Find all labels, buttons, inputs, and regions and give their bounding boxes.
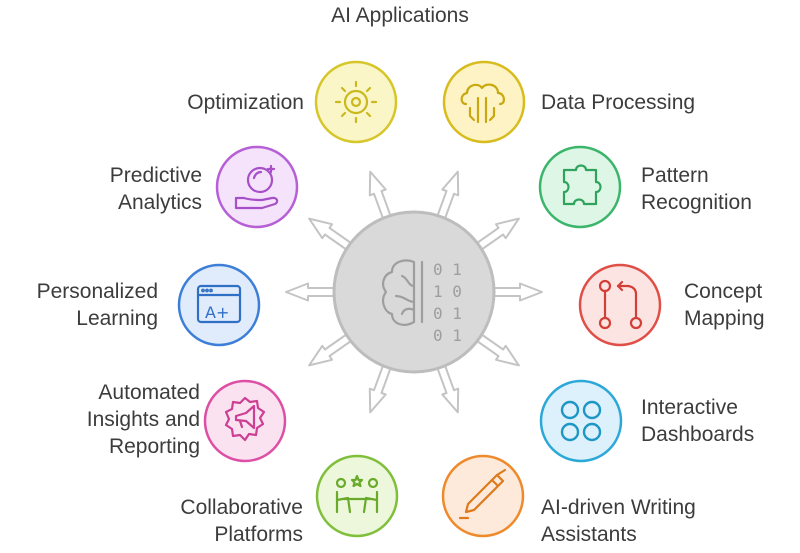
label-line: Data Processing xyxy=(541,91,696,114)
label-line: Predictive xyxy=(109,164,202,187)
label-line: Automated xyxy=(98,381,200,404)
connector-arrow xyxy=(308,332,354,367)
label-line: Platforms xyxy=(214,523,303,546)
node-pattern-recognition xyxy=(538,145,622,229)
label-line: Reporting xyxy=(108,435,200,458)
node-circle xyxy=(177,263,261,347)
brain-icon xyxy=(382,259,424,326)
label-line: Personalized xyxy=(36,280,158,303)
label-pattern-recognition: Pattern Recognition xyxy=(641,162,752,216)
label-collaborative-platforms: Collaborative Platforms xyxy=(180,494,303,548)
label-ai-writing-assistants: AI-driven Writing Assistants xyxy=(541,494,696,548)
people-collaborating-icon xyxy=(335,474,379,514)
pen-icon xyxy=(458,468,507,520)
connector-arrow xyxy=(368,170,393,222)
node-predictive-analytics xyxy=(215,145,299,229)
browser-grade-icon: A+ xyxy=(196,284,242,324)
label-line: Recognition xyxy=(641,191,752,214)
cloud-circuit-icon xyxy=(460,83,505,124)
puzzle-piece-icon xyxy=(562,164,602,206)
node-circle xyxy=(315,454,399,538)
binary-row-3: 0 1 xyxy=(433,304,462,323)
label-line: Concept xyxy=(684,280,763,303)
node-interactive-dashboards xyxy=(539,379,623,463)
label-predictive-analytics: Predictive Analytics xyxy=(110,162,202,216)
connector-arrow xyxy=(474,217,520,252)
four-circles-icon xyxy=(560,400,602,442)
label-line: AI-driven Writing xyxy=(541,496,696,519)
label-personalized-learning: Personalized Learning xyxy=(37,278,158,332)
label-line: Assistants xyxy=(541,523,637,546)
label-optimization: Optimization xyxy=(187,89,304,116)
node-circle xyxy=(538,145,622,229)
flow-arrows-icon xyxy=(598,279,643,330)
label-line: Analytics xyxy=(117,191,202,214)
connector-arrow xyxy=(368,362,393,414)
node-personalized-learning: A+ xyxy=(177,263,261,347)
label-line: Interactive xyxy=(641,396,738,419)
connector-arrow xyxy=(285,282,337,302)
binary-row-4: 0 1 xyxy=(433,326,462,345)
label-concept-mapping: Concept Mapping xyxy=(684,278,765,332)
label-line: Pattern xyxy=(641,164,709,187)
node-circle xyxy=(442,60,526,144)
arrows-layer xyxy=(285,170,543,414)
label-line: Insights and xyxy=(86,408,200,431)
node-collaborative-platforms xyxy=(315,454,399,538)
crystal-ball-hand-icon xyxy=(234,164,279,210)
connector-arrow xyxy=(491,282,543,302)
binary-row-1: 0 1 xyxy=(433,260,462,279)
node-automated-insights xyxy=(203,379,287,463)
hub: 0 1 1 0 0 1 0 1 xyxy=(332,210,496,374)
label-line: Dashboards xyxy=(641,423,755,446)
label-data-processing: Data Processing xyxy=(541,89,695,116)
label-line: Mapping xyxy=(684,307,765,330)
megaphone-gear-icon xyxy=(224,396,266,442)
label-interactive-dashboards: Interactive Dashboards xyxy=(641,394,754,448)
connector-arrow xyxy=(474,332,520,367)
diagram-title: AI Applications xyxy=(331,4,469,27)
svg-text:A+: A+ xyxy=(205,303,229,322)
sun-gear-icon xyxy=(334,80,378,124)
node-circle xyxy=(539,379,623,463)
binary-digits: 0 1 1 0 0 1 0 1 xyxy=(433,260,462,345)
label-automated-insights: Automated Insights and Reporting xyxy=(87,379,200,460)
node-data-processing xyxy=(442,60,526,144)
connector-arrow xyxy=(435,362,460,414)
binary-row-2: 1 0 xyxy=(433,282,462,301)
node-circle xyxy=(215,145,299,229)
node-circle xyxy=(314,60,398,144)
node-ai-writing-assistants xyxy=(441,454,525,538)
node-circle xyxy=(441,454,525,538)
connector-arrow xyxy=(435,170,460,222)
label-line: Learning xyxy=(76,307,158,330)
node-concept-mapping xyxy=(578,263,662,347)
node-circle xyxy=(578,263,662,347)
label-line: Optimization xyxy=(187,91,304,114)
label-line: Collaborative xyxy=(180,496,303,519)
connector-arrow xyxy=(308,217,354,252)
node-optimization xyxy=(314,60,398,144)
